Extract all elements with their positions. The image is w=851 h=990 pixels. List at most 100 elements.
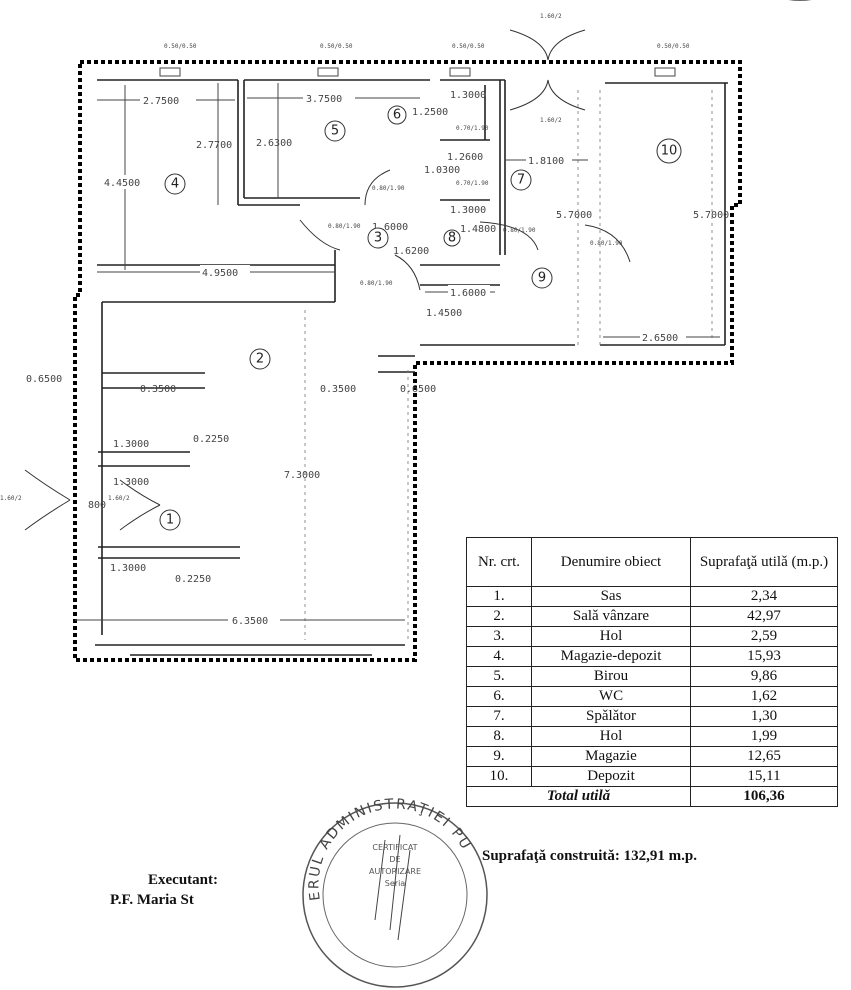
table-header: Nr. crt. Denumire obiect Suprafaţǎ utilǎ… (466, 537, 838, 587)
row-nr: 10. (466, 766, 532, 787)
row-area: 15,93 (690, 646, 838, 667)
dimension: 2.7500 (143, 96, 179, 107)
room-number: 6 (393, 108, 401, 123)
dimension: 0.3500 (320, 384, 356, 395)
dimension: 1.6200 (393, 246, 429, 257)
built-area-label: Suprafaţǎ construitǎ: (482, 848, 620, 864)
doors (24, 29, 631, 531)
door-labels: 1.60/2 1.60/2 0.80/1.90 0.80/1.90 0.80/1… (0, 13, 623, 502)
row-nr: 5. (466, 666, 532, 687)
row-nr: 1. (466, 586, 532, 607)
header-name: Denumire obiect (531, 537, 691, 587)
row-nr: 6. (466, 686, 532, 707)
dimension: 4.9500 (202, 268, 238, 279)
row-name: Magazie (531, 746, 691, 767)
door-label: 1.60/2 (0, 495, 22, 502)
row-area: 12,65 (690, 746, 838, 767)
dimension: 1.2500 (412, 107, 448, 118)
row-name: Depozit (531, 766, 691, 787)
window-label: 0.50/0.50 (657, 43, 690, 50)
row-area: 1,62 (690, 686, 838, 707)
row-area: 42,97 (690, 606, 838, 627)
executant-label: Executant: (148, 872, 218, 888)
dimension: 5.7000 (693, 210, 729, 221)
dimension-labels: 2.7500 4.4500 2.7700 3.7500 2.6300 1.300… (26, 83, 729, 627)
row-name: Birou (531, 666, 691, 687)
room-number: 5 (331, 124, 339, 139)
row-name: Salǎ vânzare (531, 606, 691, 627)
dimension: 0.2250 (175, 574, 211, 585)
dimension: 800 (88, 500, 106, 511)
room-number: 2 (256, 352, 264, 367)
room-number: 3 (374, 231, 382, 246)
room-number: 10 (661, 144, 678, 159)
door-label: 0.70/1.90 (456, 180, 489, 187)
dimension: 1.3000 (113, 477, 149, 488)
row-name: Spǎlǎtor (531, 706, 691, 727)
dimension: 7.3000 (284, 470, 320, 481)
door-label: 0.80/1.90 (328, 223, 361, 230)
door-label: 0.80/1.90 (360, 280, 393, 287)
dimension: 1.6000 (372, 222, 408, 233)
header-nr: Nr. crt. (466, 537, 532, 587)
stamp-line: CERTIFICAT (372, 843, 417, 852)
room-number: 9 (538, 271, 546, 286)
executant-name: P.F. Maria St (110, 892, 194, 908)
stamp-line: AUTORIZARE (369, 867, 421, 876)
dimension: 1.0300 (424, 165, 460, 176)
row-area: 2,59 (690, 626, 838, 647)
row-name: Hol (531, 726, 691, 747)
door-label: 1.60/2 (540, 117, 562, 124)
dimension: 4.4500 (104, 178, 140, 189)
row-area: 9,86 (690, 666, 838, 687)
dimension: 1.2600 (447, 152, 483, 163)
row-nr: 4. (466, 646, 532, 667)
dimension: 2.6500 (642, 333, 678, 344)
dimension: 5.7000 (556, 210, 592, 221)
table-total-row: Total utilǎ 106,36 (466, 786, 838, 807)
dimension: 1.4500 (426, 308, 462, 319)
dimension: 1.3000 (450, 205, 486, 216)
row-name: Hol (531, 626, 691, 647)
dimension: 1.3000 (110, 563, 146, 574)
row-nr: 3. (466, 626, 532, 647)
dimension: 2.7700 (196, 140, 232, 151)
dimension: 1.4800 (460, 224, 496, 235)
windows: 0.50/0.50 0.50/0.50 0.50/0.50 0.50/0.50 (159, 43, 690, 77)
row-area: 1,99 (690, 726, 838, 747)
door-label: 0.80/1.90 (503, 227, 536, 234)
area-table: Nr. crt. Denumire obiect Suprafaţǎ utilǎ… (466, 537, 838, 807)
row-nr: 7. (466, 706, 532, 727)
door-label: 1.60/2 (540, 13, 562, 20)
room-number: 1 (166, 513, 174, 528)
door-label: 0.80/1.90 (372, 185, 405, 192)
dimension: 3.7500 (306, 94, 342, 105)
window-label: 0.50/0.50 (164, 43, 197, 50)
dimension: 1.6000 (450, 288, 486, 299)
floor-plan: 0.50/0.50 0.50/0.50 0.50/0.50 0.50/0.50 … (0, 13, 742, 662)
dimension: 0.2250 (193, 434, 229, 445)
room-number: 4 (171, 177, 179, 192)
door-label: 0.70/1.90 (456, 125, 489, 132)
exterior-outline (73, 60, 742, 662)
walls (95, 79, 728, 656)
dimension: 1.3000 (113, 439, 149, 450)
row-area: 2,34 (690, 586, 838, 607)
official-stamp: ERUL ADMINISTRAŢIEI PU CERTIFICAT DE AUT… (302, 796, 488, 988)
dimension: 2.6300 (256, 138, 292, 149)
door-label: 1.60/2 (108, 495, 130, 502)
room-number: 8 (448, 231, 456, 246)
row-area: 1,30 (690, 706, 838, 727)
room-number: 7 (517, 173, 525, 188)
dimension: 1.3000 (450, 90, 486, 101)
dimension: 1.8100 (528, 156, 564, 167)
dimension: 6.3500 (232, 616, 268, 627)
